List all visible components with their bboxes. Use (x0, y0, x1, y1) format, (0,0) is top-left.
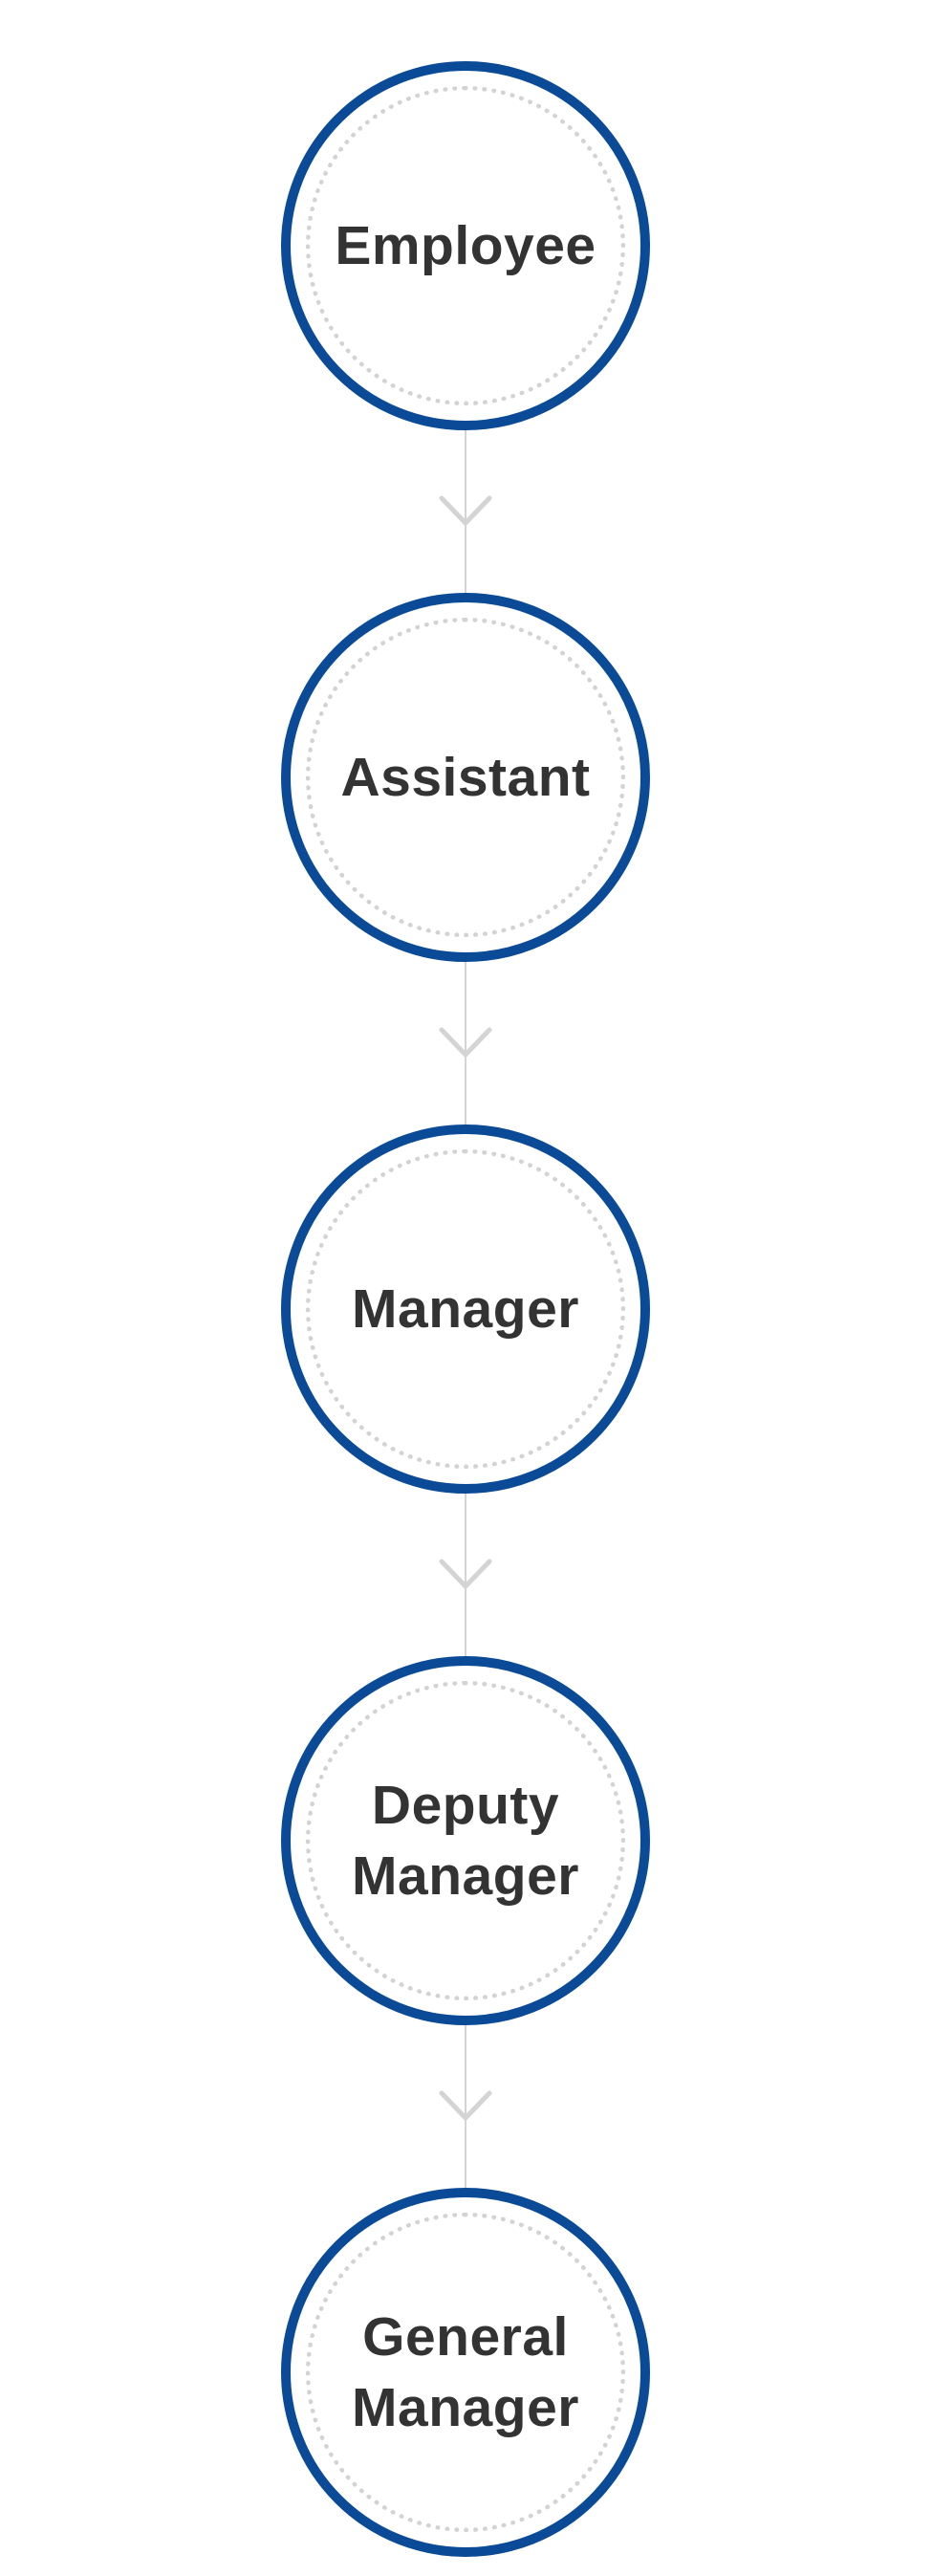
node-label: Manager (291, 1134, 640, 1484)
connector-line (465, 1494, 466, 1662)
node-general-manager: General Manager (281, 2188, 650, 2557)
node-employee: Employee (281, 61, 650, 430)
node-label: General Manager (291, 2197, 640, 2547)
node-assistant: Assistant (281, 593, 650, 962)
node-inner-ring (306, 86, 625, 405)
node-label-line: Deputy (371, 1775, 560, 1836)
chevron-down-icon (439, 495, 492, 526)
node-label: Assistant (291, 602, 640, 952)
chevron-down-icon (439, 1027, 492, 1058)
node-inner-ring (306, 618, 625, 937)
node-label-line: Manager (352, 1845, 579, 1907)
node-label-text: Employee (335, 215, 596, 276)
node-manager: Manager (281, 1124, 650, 1494)
connector-line (465, 962, 466, 1130)
node-inner-ring (306, 2213, 625, 2532)
node-inner-ring (306, 1149, 625, 1469)
node-label: Deputy Manager (291, 1666, 640, 2016)
node-inner-ring (306, 1681, 625, 2000)
connector-line (465, 2025, 466, 2194)
chevron-down-icon (439, 2090, 492, 2121)
node-label-line: General (362, 2306, 569, 2368)
chevron-down-icon (439, 1559, 492, 1589)
node-deputy-manager: Deputy Manager (281, 1656, 650, 2025)
node-label-text: Assistant (340, 747, 591, 808)
connector-line (465, 430, 466, 599)
node-label-text: Manager (352, 1278, 579, 1340)
node-label-line: Manager (352, 2377, 579, 2438)
node-label: Employee (291, 71, 640, 421)
